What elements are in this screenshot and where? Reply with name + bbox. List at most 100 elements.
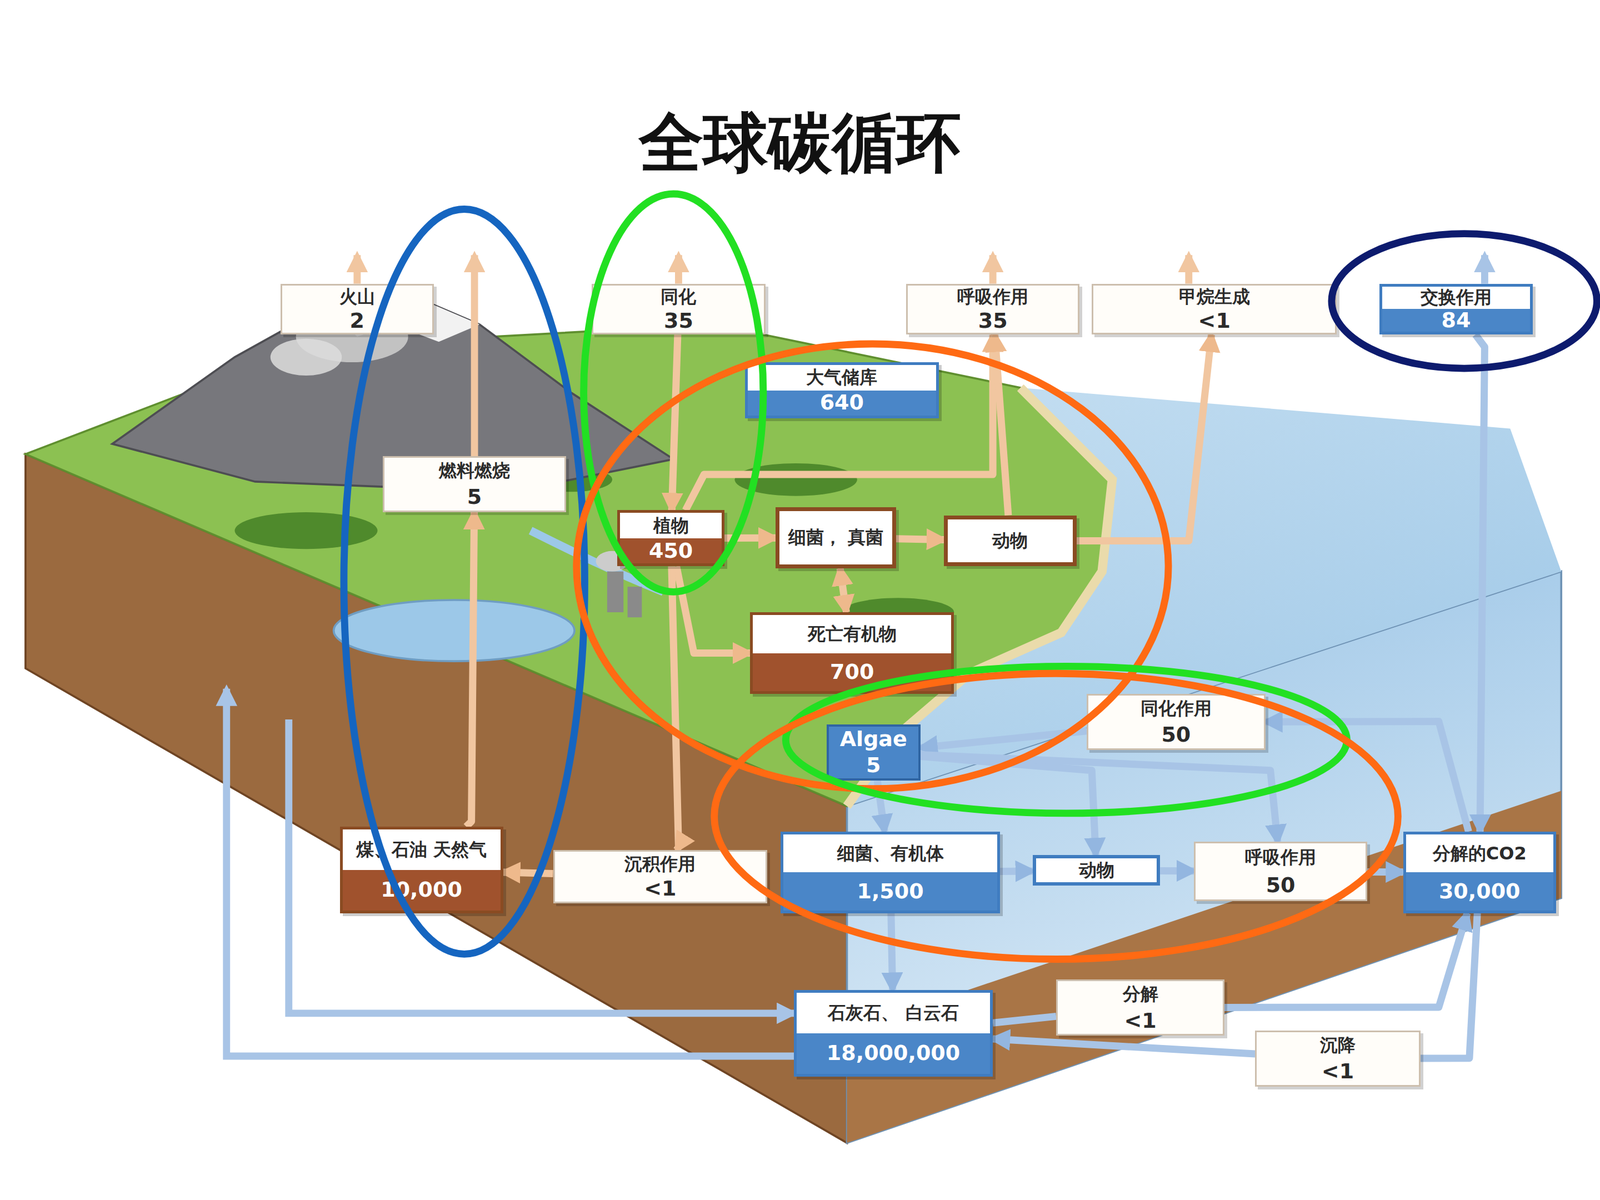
- flow-arrow: [671, 566, 679, 850]
- box-label: 甲烷生成: [1093, 285, 1335, 310]
- carbon-box: 分解的CO230,000: [1403, 831, 1557, 914]
- factory-chimney: [627, 586, 643, 618]
- carbon-box: 同化35: [591, 283, 765, 335]
- box-label: 细菌， 真菌: [779, 511, 893, 565]
- flow-arrow: [1420, 913, 1478, 1059]
- box-label: 交换作用: [1382, 286, 1530, 309]
- highlight-ellipse: [714, 673, 1399, 959]
- box-label: 沉积作用: [555, 851, 767, 877]
- flow-arrow: [896, 538, 944, 540]
- flow-arrow: [992, 1016, 1057, 1023]
- carbon-box: 同化作用50: [1086, 693, 1265, 750]
- flow-arrow: [685, 334, 993, 510]
- uplift-arrow: [226, 688, 794, 1057]
- carbon-box: 动物: [1032, 855, 1161, 886]
- flow-arrow: [1265, 721, 1469, 832]
- flux-value: 50: [1088, 721, 1264, 749]
- highlight-ellipse: [576, 343, 1169, 789]
- box-label: 同化: [593, 285, 764, 310]
- flux-value: 2: [282, 309, 433, 334]
- flux-value: 700: [752, 653, 952, 692]
- flux-value: 18,000,000: [796, 1033, 990, 1074]
- box-label: 沉降: [1256, 1032, 1419, 1059]
- box-label: 植物: [620, 512, 722, 539]
- flow-arrow: [676, 566, 750, 653]
- carbon-box: 燃料燃烧5: [382, 456, 567, 513]
- flow-arrow: [1076, 334, 1212, 541]
- flow-arrow: [503, 872, 554, 874]
- carbon-box: 呼吸作用50: [1193, 841, 1368, 902]
- box-label: 石灰石、 白云石: [796, 992, 990, 1034]
- flux-value: <1: [1057, 1007, 1223, 1035]
- flux-value: 35: [593, 309, 764, 334]
- carbon-box: 细菌、有机体1,500: [780, 831, 1000, 914]
- carbon-box: 死亡有机物700: [750, 612, 954, 694]
- carbon-box: 沉降<1: [1255, 1030, 1421, 1087]
- flux-value: 5: [384, 484, 565, 512]
- flow-arrow: [877, 780, 885, 832]
- carbon-box: 分解<1: [1056, 979, 1225, 1036]
- box-label: 同化作用: [1088, 695, 1264, 723]
- flux-value: <1: [1093, 309, 1335, 334]
- flow-arrow: [1475, 334, 1485, 832]
- weathering-arrow: [288, 719, 794, 1014]
- flux-value: 640: [747, 390, 937, 417]
- carbon-box: 甲烷生成<1: [1091, 283, 1337, 335]
- highlight-ellipse: [1331, 233, 1598, 369]
- box-label: 动物: [947, 519, 1073, 563]
- box-label: 分解: [1057, 981, 1223, 1008]
- carbon-box: 呼吸作用35: [906, 283, 1080, 335]
- release-arrow: [353, 255, 361, 284]
- flux-value: <1: [555, 876, 767, 902]
- flow-arrow: [1160, 867, 1194, 875]
- carbon-box: Algae5: [826, 724, 921, 781]
- carbon-box: 石灰石、 白云石18,000,000: [793, 990, 993, 1077]
- box-label: 大气储库: [747, 365, 937, 391]
- diagram-title: 全球碳循环: [0, 100, 1600, 187]
- flow-arrow: [1000, 867, 1033, 875]
- release-arrow: [675, 255, 683, 284]
- box-label: 细菌、有机体: [783, 834, 998, 873]
- flow-arrow: [920, 754, 1278, 842]
- box-label: 分解的CO2: [1406, 834, 1554, 873]
- box-label: 呼吸作用: [1195, 843, 1366, 872]
- carbon-box: 沉积作用<1: [553, 850, 768, 904]
- carbon-box: 植物450: [617, 510, 725, 567]
- flux-value: 450: [620, 538, 722, 564]
- flow-arrow: [671, 334, 678, 510]
- flux-value: 5: [828, 752, 919, 779]
- highlight-ellipse: [343, 209, 585, 955]
- volcano-smoke: [270, 338, 343, 376]
- flow-arrow: [1224, 913, 1468, 1008]
- lake: [333, 600, 575, 662]
- box-label: Algae: [828, 726, 919, 753]
- flow-arrow: [920, 731, 1087, 748]
- release-arrow: [471, 255, 479, 457]
- carbon-box: 火山2: [280, 283, 434, 335]
- flow-arrow: [466, 512, 475, 827]
- flux-value: 84: [1382, 308, 1530, 333]
- carbon-box: 细菌， 真菌: [775, 507, 897, 569]
- box-label: 呼吸作用: [907, 285, 1078, 310]
- flow-arrow: [992, 1038, 1255, 1054]
- flux-value: <1: [1256, 1058, 1419, 1086]
- flux-value: 30,000: [1406, 872, 1554, 910]
- release-arrow: [1185, 255, 1193, 284]
- box-label: 动物: [1036, 858, 1158, 883]
- factory-chimney: [607, 571, 624, 613]
- flux-value: 10,000: [342, 870, 501, 911]
- release-arrow: [1481, 255, 1489, 284]
- box-label: 燃料燃烧: [384, 457, 565, 485]
- forest-patch: [734, 463, 857, 497]
- box-label: 煤、石油 天然气: [342, 829, 501, 870]
- carbon-box: 大气储库640: [745, 362, 939, 419]
- carbon-box: 煤、石油 天然气10,000: [340, 826, 504, 914]
- box-label: 死亡有机物: [752, 615, 952, 653]
- carbon-box: 交换作用84: [1379, 283, 1533, 335]
- flow-arrow: [724, 534, 776, 542]
- flow-arrow: [891, 913, 893, 990]
- flow-arrow: [840, 568, 847, 613]
- flux-value: 35: [907, 309, 1078, 334]
- ocean-surface: [846, 387, 1562, 807]
